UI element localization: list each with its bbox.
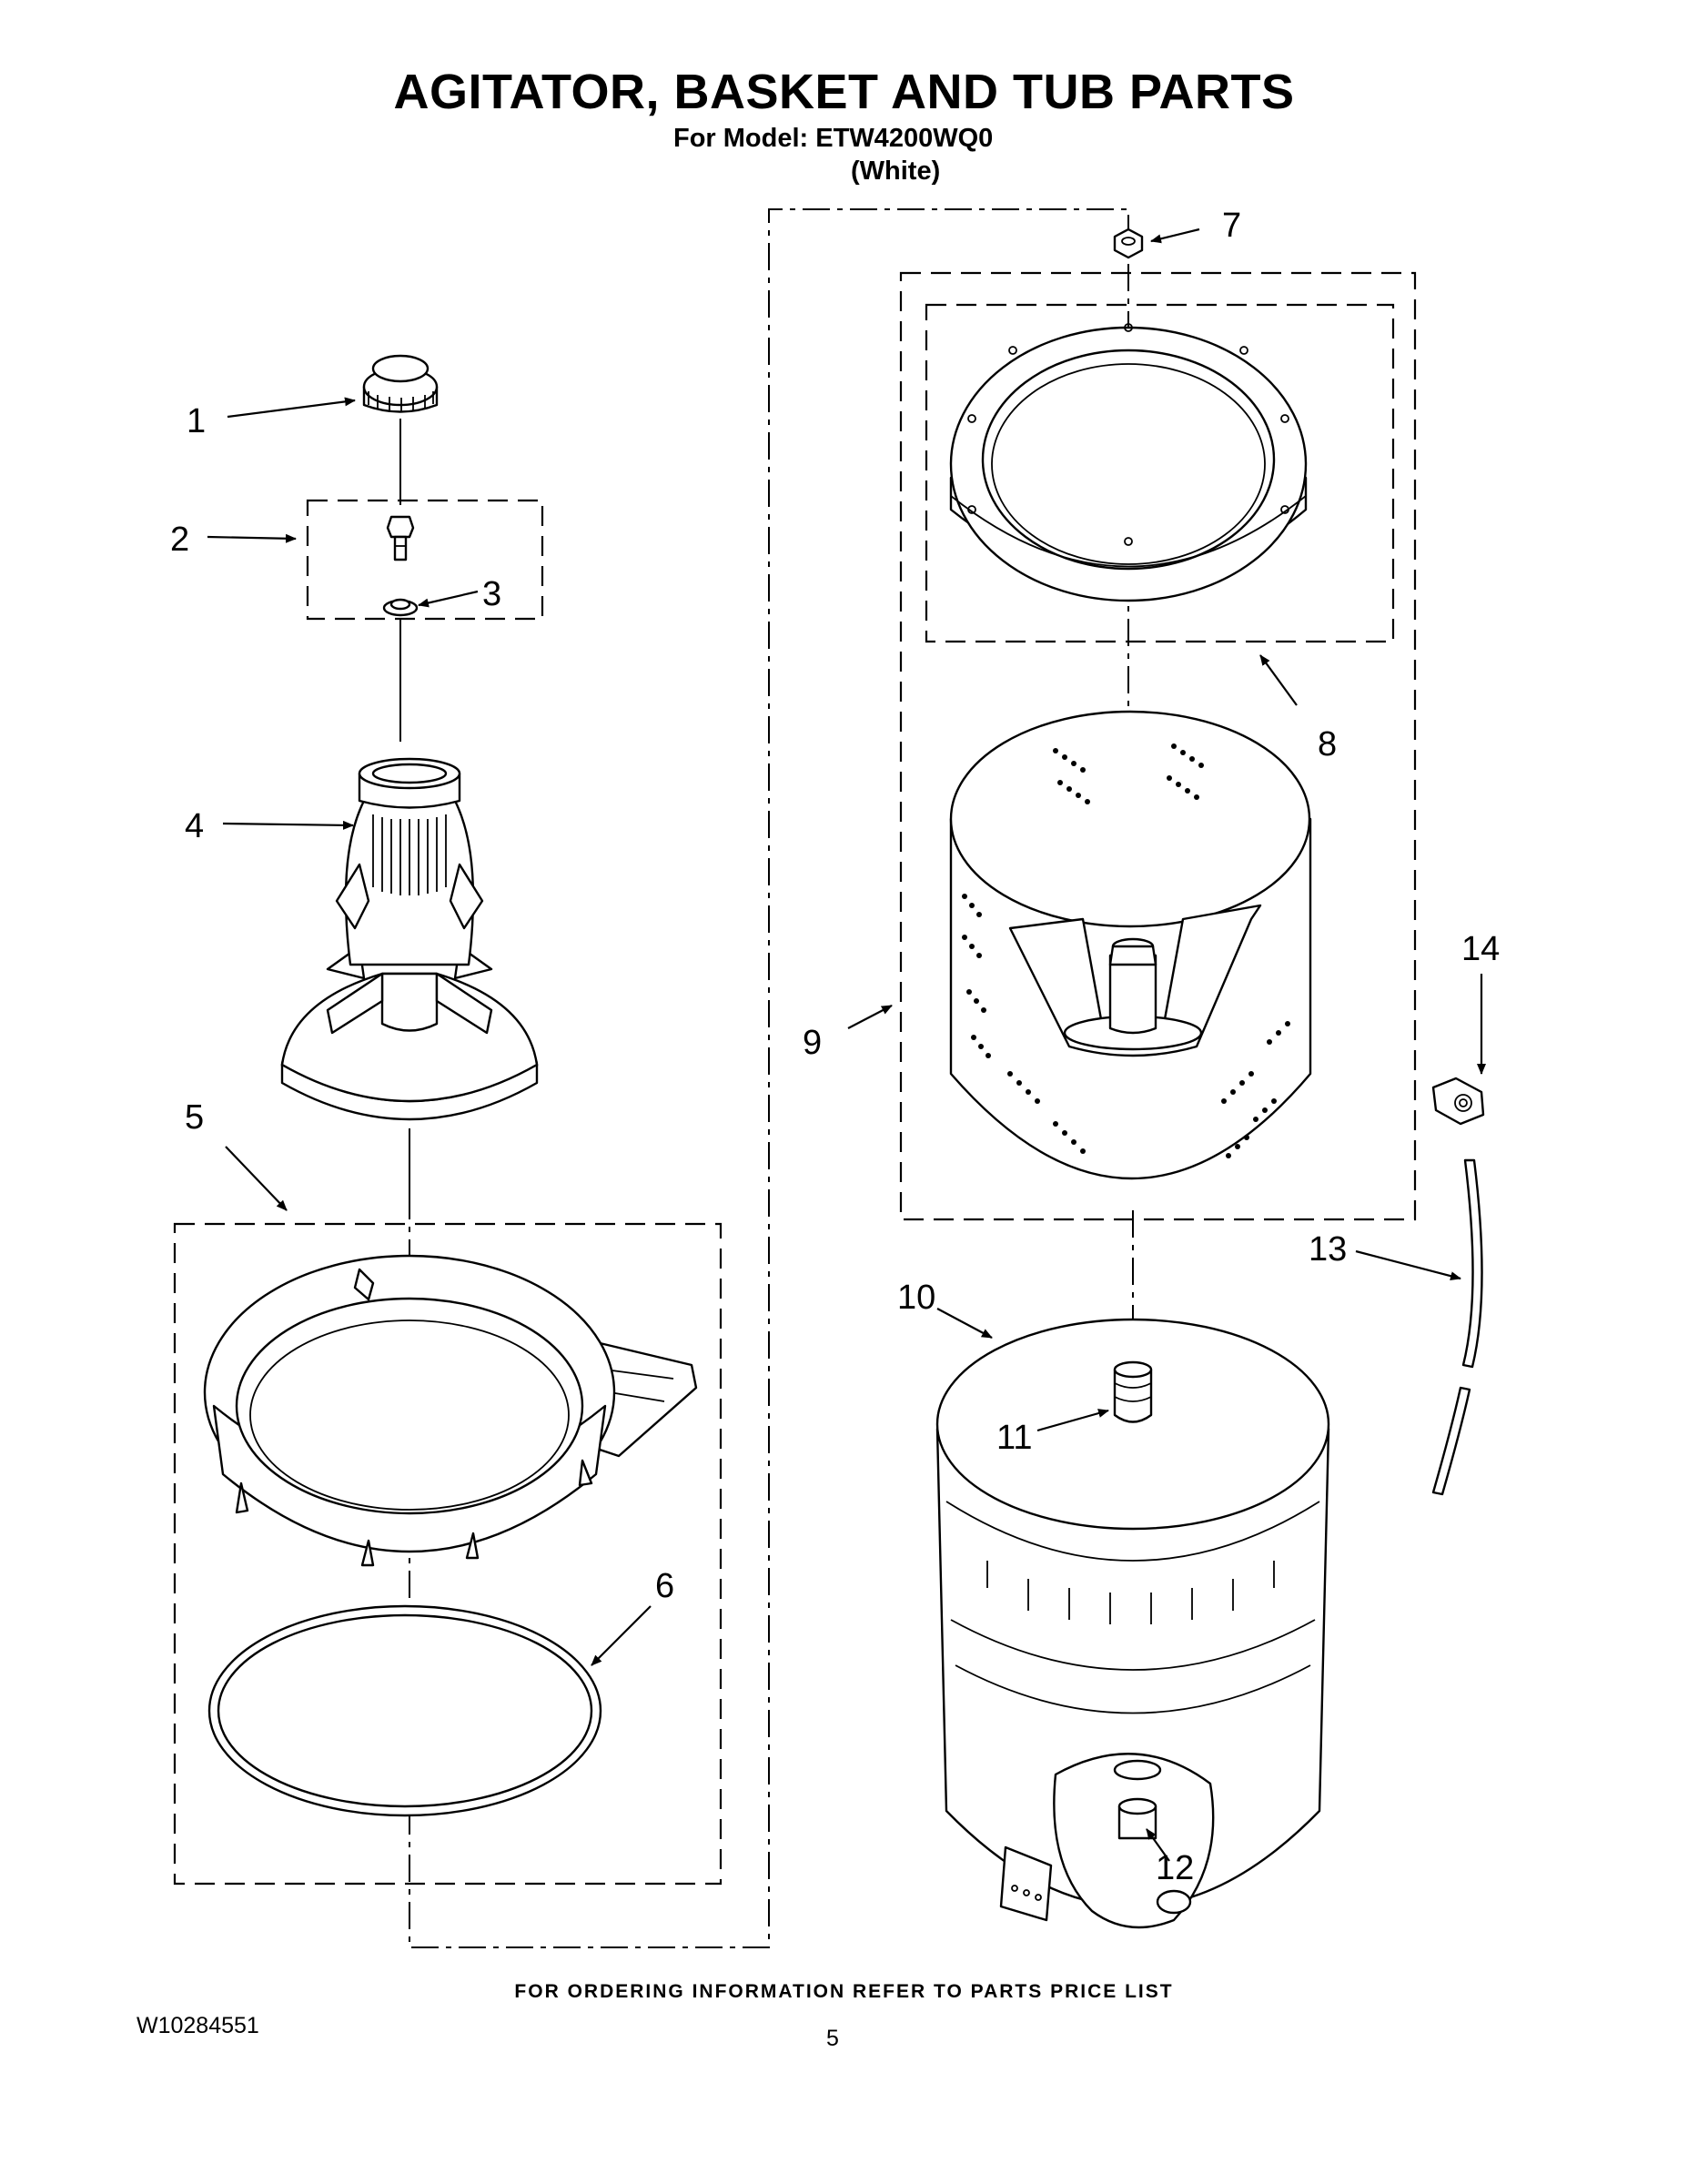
callout-labels: 1 2 3 4 5 6 7 8 9 10 11 12 13 14 [170, 207, 1500, 1887]
ordering-note: FOR ORDERING INFORMATION REFER TO PARTS … [514, 1981, 1174, 2002]
document-number: W10284551 [136, 2013, 259, 2038]
callout-10: 10 [897, 1279, 935, 1317]
agitator-cap [362, 354, 439, 432]
page-number: 5 [826, 2026, 839, 2051]
leader-arrows [207, 228, 1486, 1862]
callout-14: 14 [1461, 930, 1500, 968]
group-box-9 [899, 271, 1417, 1221]
tub-ring-seal [207, 1604, 602, 1817]
basket-nut [1113, 228, 1144, 259]
agitator-bolt [386, 515, 415, 561]
callout-3: 3 [482, 575, 501, 613]
group-box-2 [306, 499, 544, 621]
color-line: (White) [851, 157, 941, 186]
callout-4: 4 [185, 807, 204, 845]
callout-12: 12 [1156, 1849, 1194, 1887]
callout-5: 5 [185, 1098, 204, 1137]
group-box-5 [173, 1222, 723, 1886]
agitator [280, 757, 539, 1121]
group-box-8 [925, 303, 1395, 643]
hose-clip [1431, 1077, 1485, 1126]
outer-tub [935, 1318, 1330, 1929]
callout-13: 13 [1309, 1230, 1347, 1269]
callout-2: 2 [170, 521, 189, 559]
callout-11: 11 [996, 1419, 1032, 1457]
callout-9: 9 [803, 1024, 822, 1062]
tub-hub [1113, 1360, 1153, 1423]
agitator-washer [382, 598, 419, 617]
callout-7: 7 [1222, 207, 1241, 245]
drain-hose [1431, 1158, 1483, 1496]
balance-ring [949, 323, 1308, 602]
callout-8: 8 [1318, 725, 1337, 763]
callout-6: 6 [655, 1567, 674, 1605]
tub-ring [203, 1254, 698, 1567]
wash-basket [949, 710, 1312, 1180]
model-line: For Model: ETW4200WQ0 [673, 124, 994, 153]
page-title: AGITATOR, BASKET AND TUB PARTS [393, 65, 1295, 119]
callout-1: 1 [187, 402, 206, 440]
